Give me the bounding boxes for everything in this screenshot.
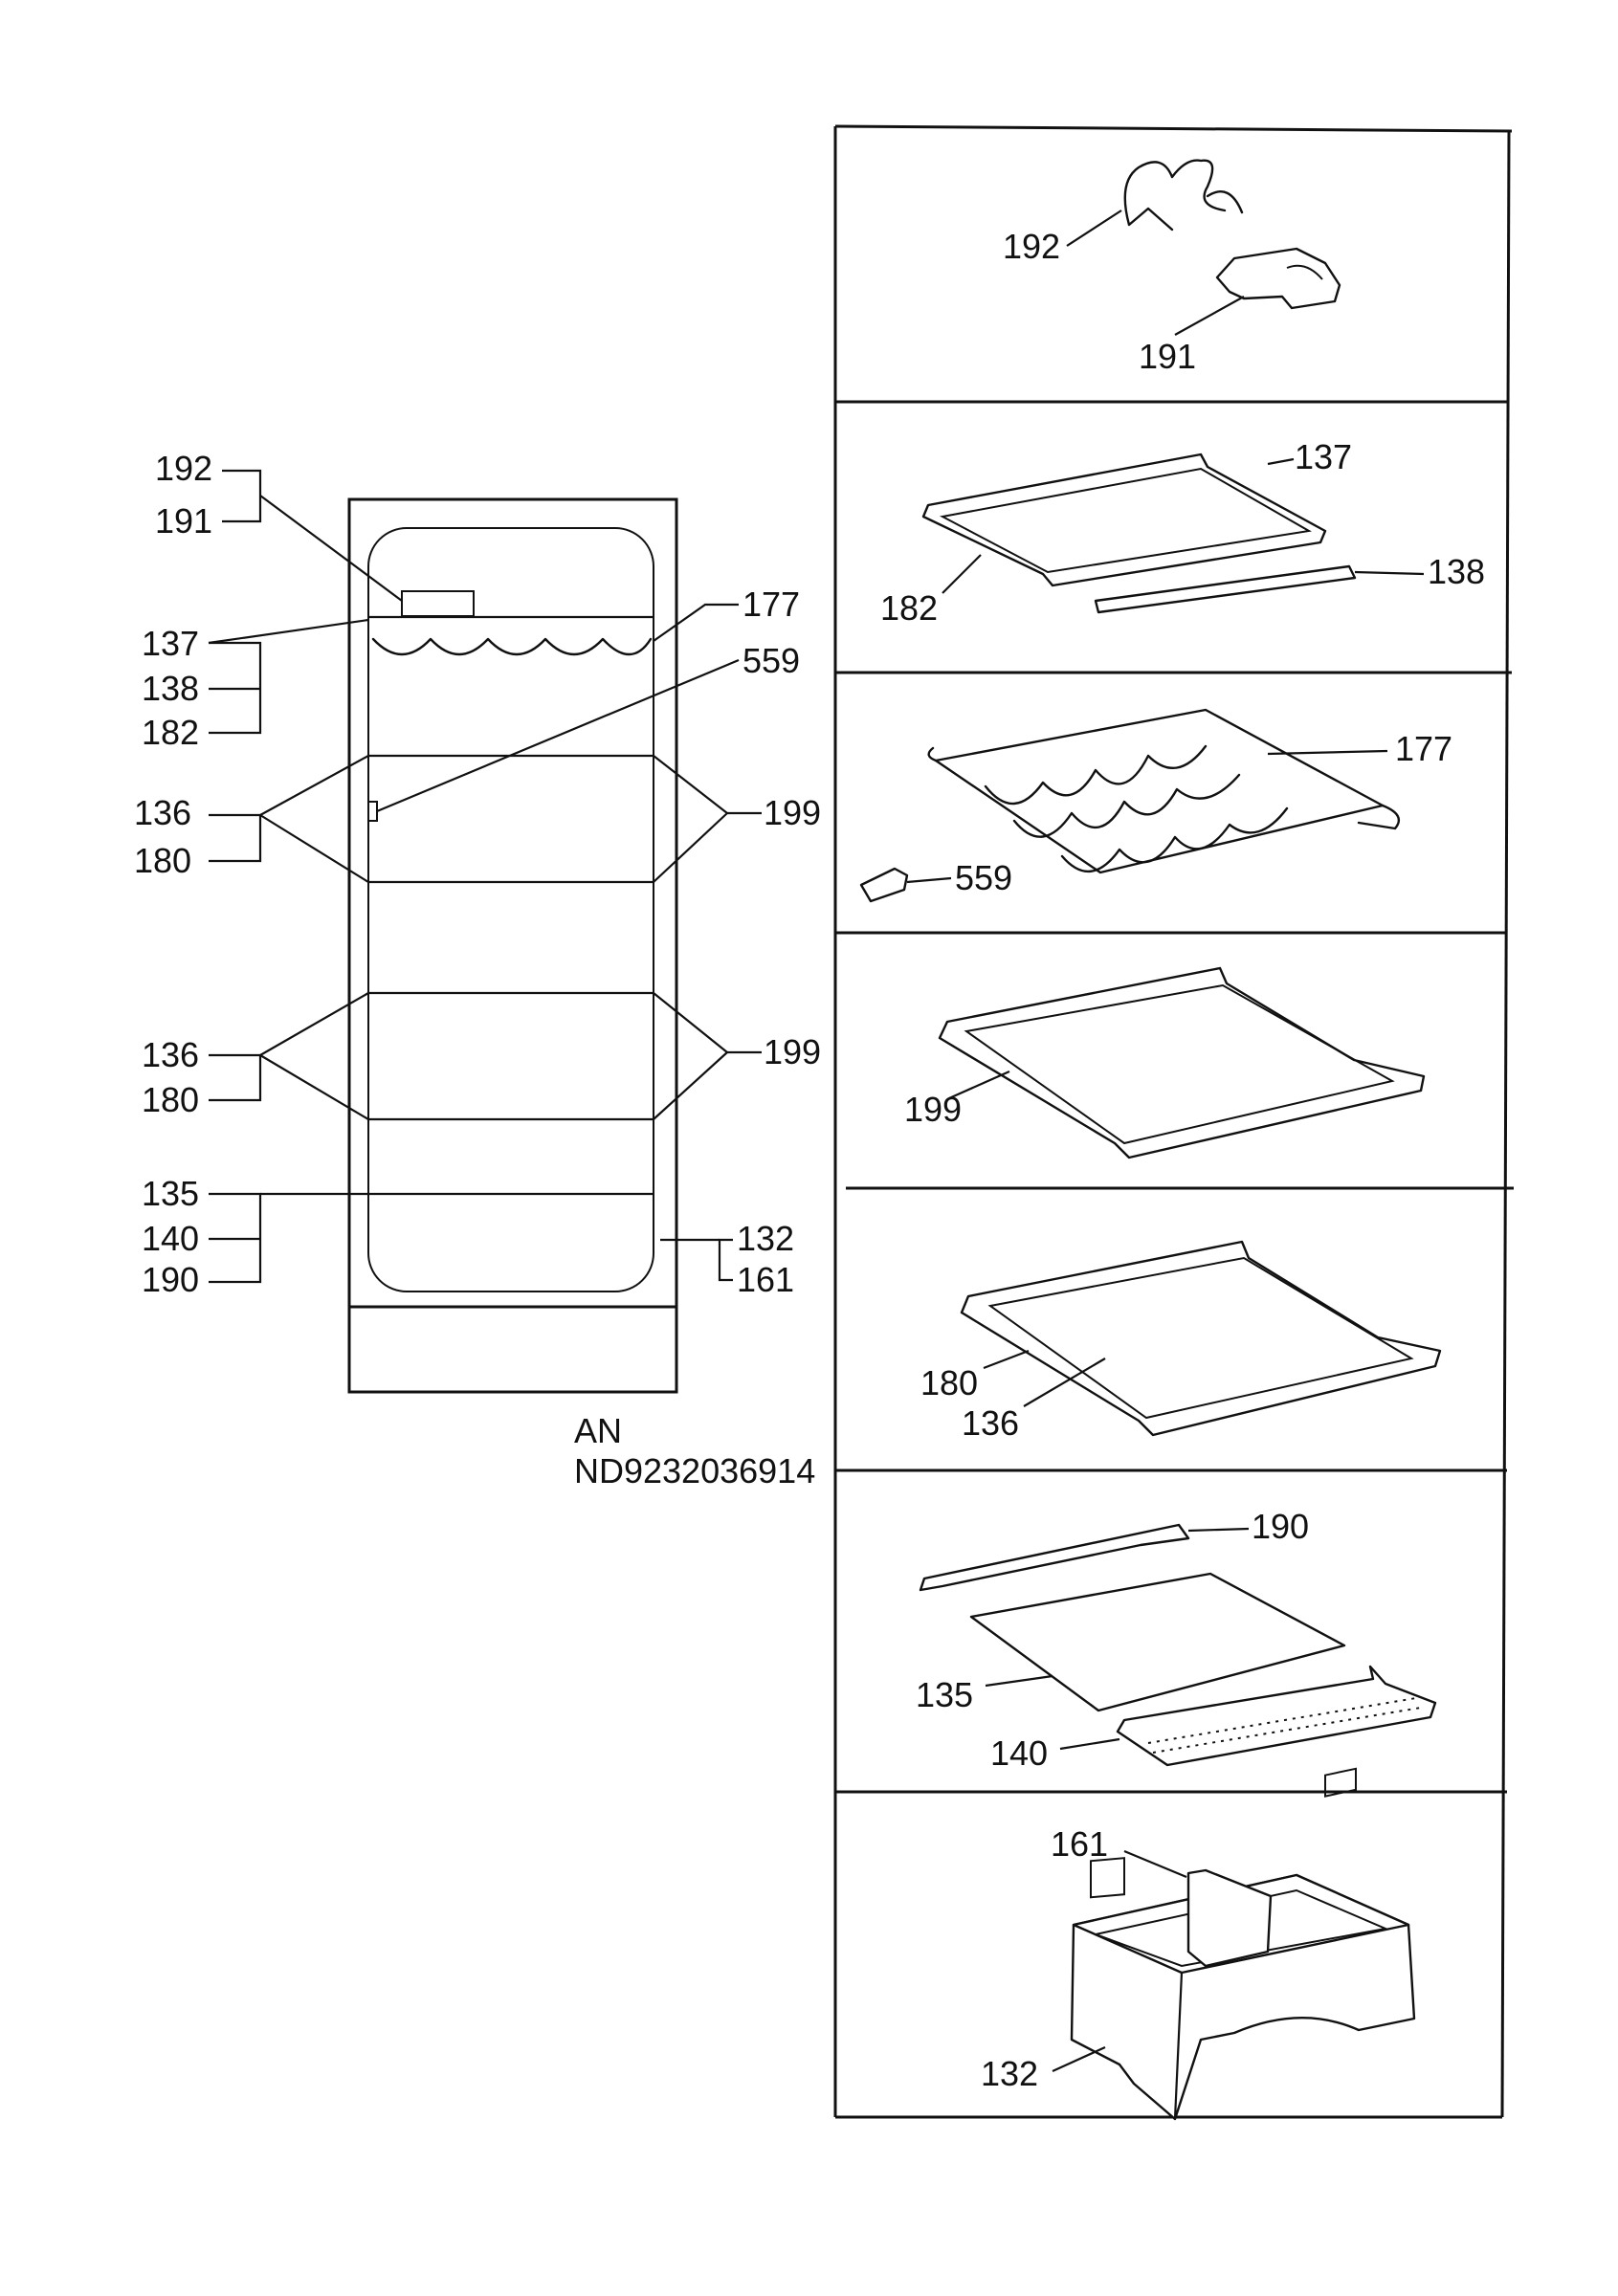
callout-label: 199 [764, 1032, 821, 1071]
part-label: 135 [916, 1675, 973, 1714]
panel-6-glass-shelf: 190 135 140 [916, 1507, 1437, 1773]
part-label: 559 [955, 858, 1012, 897]
callout-label: 136 [134, 793, 191, 832]
callout-label: 138 [142, 669, 199, 708]
panel-5-shelf: 180 136 [920, 1240, 1442, 1443]
callout-label: 199 [764, 793, 821, 832]
callout-label: 180 [134, 841, 191, 880]
callout-label: 136 [142, 1035, 199, 1074]
part-label: 191 [1139, 337, 1196, 376]
callout-label: 137 [142, 624, 199, 663]
part-label: 182 [880, 588, 938, 628]
caption-line-2: ND9232036914 [574, 1451, 815, 1490]
part-label: 132 [981, 2054, 1038, 2093]
callout-label: 135 [142, 1174, 199, 1213]
part-label: 137 [1295, 437, 1352, 476]
callout-label: 182 [142, 713, 199, 752]
part-label: 138 [1428, 552, 1485, 591]
panel-7-crisper-box: 161 132 [981, 1767, 1416, 2121]
left-callouts: 192 191 137 138 182 136 180 136 180 135 … [134, 449, 821, 1490]
panel-3-wine-shelf: 177 559 [859, 708, 1452, 903]
callout-label: 180 [142, 1080, 199, 1119]
callout-label: 161 [737, 1260, 794, 1299]
part-label: 161 [1051, 1824, 1108, 1864]
part-label: 140 [990, 1733, 1048, 1773]
callout-label: 140 [142, 1219, 199, 1258]
part-label: 190 [1252, 1507, 1309, 1546]
caption-line-1: AN [574, 1411, 622, 1450]
panel-4-shelf: 199 [904, 966, 1426, 1159]
front-trim-perforation [1147, 1697, 1422, 1754]
callout-label: 177 [743, 585, 800, 624]
part-label: 180 [920, 1363, 978, 1402]
panel-2-shelf: 137 182 138 [880, 437, 1485, 628]
part-label: 177 [1395, 729, 1452, 768]
callout-label: 559 [743, 641, 800, 680]
appliance-overview [347, 497, 678, 1394]
callout-label: 192 [155, 449, 212, 488]
panel-1-rack-wire: 192 191 [1003, 159, 1341, 376]
part-label: 192 [1003, 227, 1060, 266]
callout-label: 190 [142, 1260, 199, 1299]
callout-label: 132 [737, 1219, 794, 1258]
callout-label: 191 [155, 501, 212, 541]
part-label: 136 [962, 1403, 1019, 1443]
parts-panels-frame [833, 124, 1514, 2119]
